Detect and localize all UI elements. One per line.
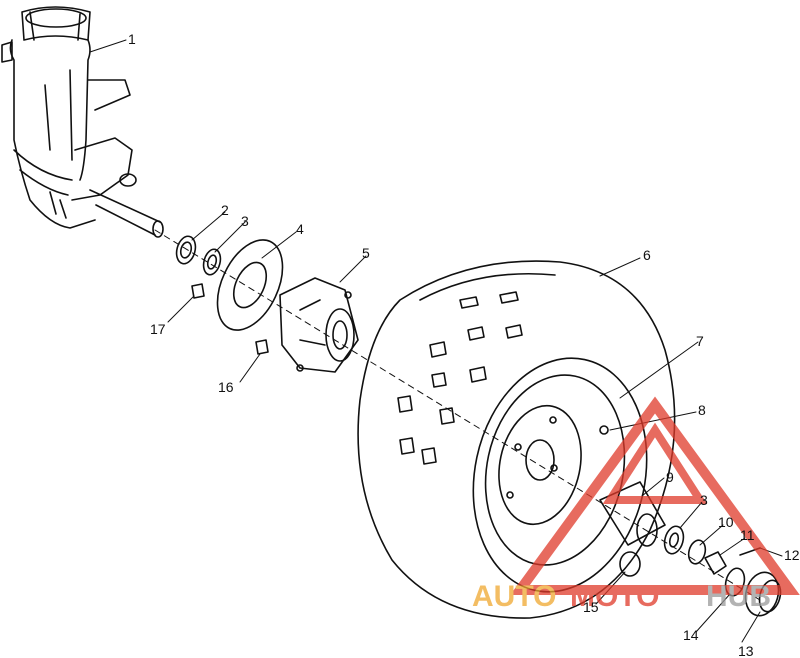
tire <box>357 260 676 619</box>
wheel-nut <box>619 551 641 577</box>
stud-17 <box>191 283 205 299</box>
lug-bolt-8 <box>599 425 609 435</box>
callout-17: 17 <box>150 321 166 337</box>
callout-3-second: 3 <box>700 492 708 508</box>
castle-nut <box>704 551 727 575</box>
seal-part <box>175 235 197 265</box>
callout-14: 14 <box>683 627 699 643</box>
watermark-text-hub: HUB <box>706 580 771 613</box>
bearing-part-2 <box>663 525 685 555</box>
callout-16: 16 <box>218 379 234 395</box>
assembly-axis <box>154 229 761 601</box>
callout-7: 7 <box>696 333 704 349</box>
callout-13: 13 <box>738 643 754 658</box>
callout-11: 11 <box>740 527 755 543</box>
stud-16 <box>255 339 269 355</box>
bearing-part <box>202 248 222 276</box>
tire-tread-blocks <box>397 291 523 465</box>
callout-9: 9 <box>666 469 674 485</box>
callout-2: 2 <box>221 202 229 218</box>
wheel-hub <box>279 277 359 373</box>
spacer-sleeve <box>599 481 666 546</box>
callout-4: 4 <box>296 221 304 237</box>
callout-10: 10 <box>718 514 734 530</box>
callout-5: 5 <box>362 245 370 261</box>
callouts: 1 2 3 4 5 6 7 8 9 3 10 11 12 13 14 15 16… <box>128 31 800 658</box>
leader-lines <box>89 39 783 643</box>
callout-1: 1 <box>128 31 136 47</box>
brake-disc <box>216 239 284 331</box>
watermark-text-moto: MOTO <box>570 580 659 613</box>
wheel-rim <box>472 357 648 593</box>
watermark-text-auto: AUTO <box>472 580 556 613</box>
callout-12: 12 <box>784 547 800 563</box>
callout-3: 3 <box>241 213 249 229</box>
washer <box>687 539 707 565</box>
watermark: AUTO MOTO HUB <box>472 396 800 613</box>
watermark-triangle <box>510 396 800 595</box>
callout-8: 8 <box>698 402 706 418</box>
o-ring <box>724 567 746 597</box>
callout-6: 6 <box>643 247 651 263</box>
callout-15: 15 <box>583 599 599 615</box>
steering-knuckle <box>1 6 164 238</box>
